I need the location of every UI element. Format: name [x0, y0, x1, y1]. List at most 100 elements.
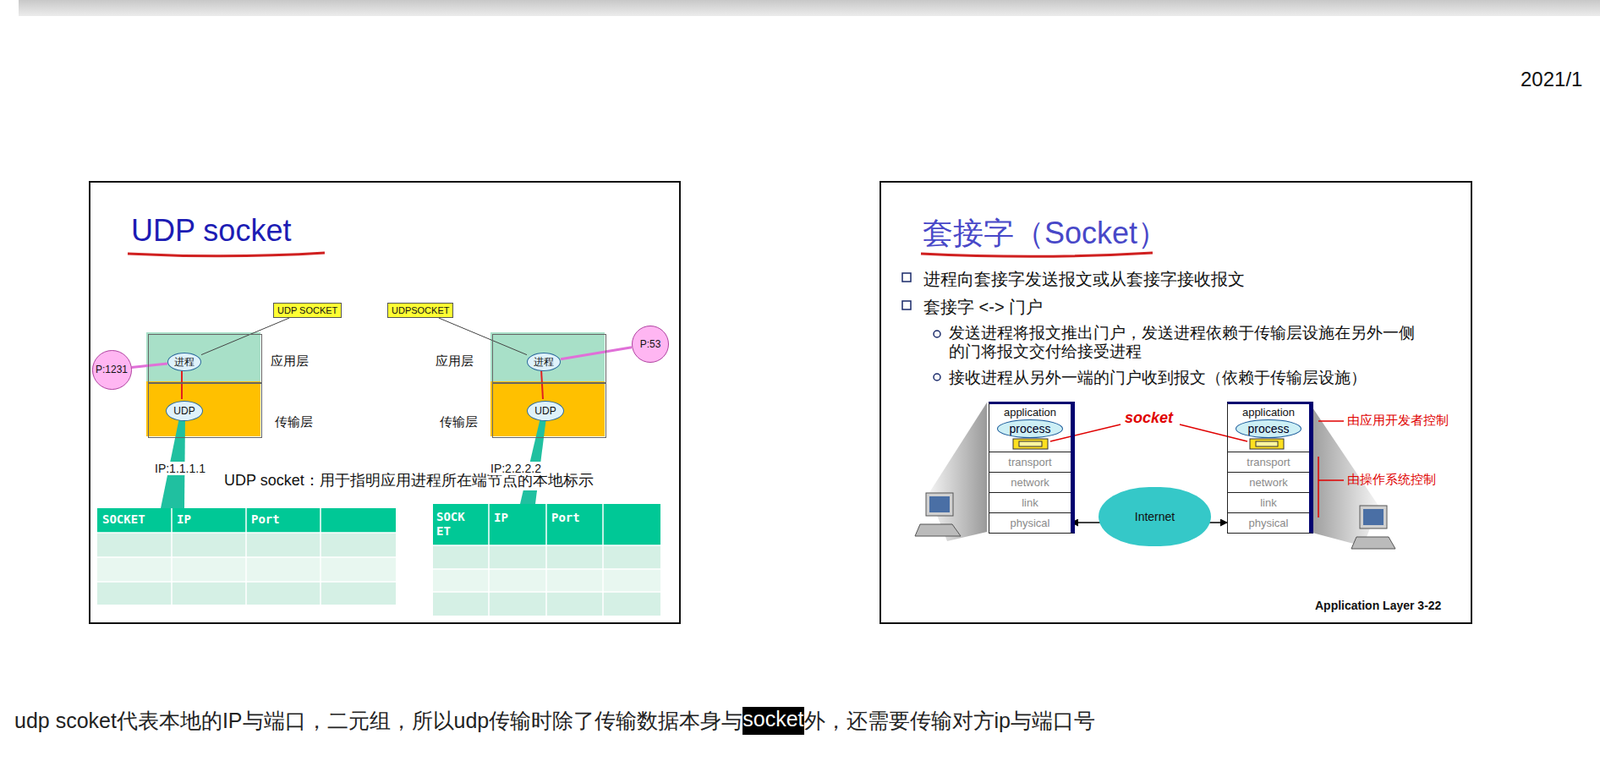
bullet-marker: [933, 373, 941, 381]
internet-cloud: Internet: [1098, 487, 1211, 547]
process-ellipse: process: [1235, 419, 1302, 439]
socket-table: [432, 544, 661, 547]
socket-table: [97, 504, 661, 616]
application-layer-box: 应用层进程: [147, 334, 263, 384]
socket-door: [1255, 441, 1278, 447]
socket-table: [97, 531, 396, 534]
annotation: 由应用开发者控制: [1347, 412, 1449, 429]
computer-icon: [915, 524, 961, 537]
udp-ellipse: UDP: [526, 400, 565, 422]
node-text: application: [989, 405, 1071, 419]
node-text: 进程: [533, 355, 554, 370]
slide-ground: [88, 180, 681, 625]
callout-label: socket: [1124, 409, 1173, 428]
socket-table: [432, 568, 661, 570]
node-text: application: [1227, 405, 1310, 419]
socket-door: [1019, 441, 1042, 447]
process-link: [541, 369, 543, 400]
node-text: P:53: [640, 338, 662, 351]
socket-table: [319, 508, 322, 605]
socket-door: [1013, 438, 1048, 450]
table-header: Port: [551, 510, 581, 525]
table-header: IP: [176, 512, 192, 527]
title-underline: [127, 252, 325, 257]
node-text: physical: [1249, 516, 1289, 530]
port-circle: P:1231: [92, 350, 132, 390]
slide-ground: [879, 180, 1473, 625]
node-text: network: [1010, 476, 1050, 489]
node-text: 应用层: [270, 353, 309, 370]
title-underline: [920, 252, 1153, 257]
bullet-text: 发送进程将报文推出门户，发送进程依赖于传输层设施在另外一侧的门将报文交付给接受进…: [948, 323, 1427, 362]
layer-row: network: [1227, 471, 1310, 493]
socket-tag: UDP SOCKET: [273, 302, 342, 318]
node-text: UDP: [534, 405, 556, 417]
view-cone: [928, 402, 1379, 547]
link-line: [201, 317, 290, 356]
process-ellipse: 进程: [167, 352, 202, 372]
socket-table: [97, 580, 396, 583]
layer-row: link: [989, 492, 1071, 513]
slide-panel: 套接字（Socket）applicationprocesstransportne…: [879, 180, 1473, 625]
leader-line: [1318, 479, 1344, 482]
node-text: network: [1249, 476, 1288, 489]
bullet-marker: [933, 330, 941, 338]
process-ellipse: process: [997, 419, 1064, 439]
node-text: UDP SOCKET: [277, 305, 338, 316]
computer-icon: [1363, 509, 1384, 526]
bullet-text: 套接字 <-> 门户: [923, 295, 1043, 319]
note-text: udp scoket代表本地的IP与端口，二元组，所以udp传输时除了传输数据本…: [14, 706, 743, 735]
transport-layer-box: 传输层UDP: [492, 383, 607, 439]
layer-row: link: [1227, 492, 1310, 513]
node-text: physical: [1010, 516, 1051, 530]
leader-line: [1318, 420, 1344, 422]
bullet-text: 接收进程从另外一端的门户收到报文（依赖于传输层设施）: [948, 367, 1367, 390]
socket-wedge: [520, 417, 547, 505]
process-link: [180, 369, 183, 400]
node-text: 进程: [174, 355, 195, 370]
bullet-marker: [902, 301, 911, 310]
node-text: 应用层: [435, 353, 474, 370]
socket-table: [432, 591, 661, 593]
ip-label: IP:2.2.2.2: [488, 461, 543, 476]
layer-fill: [146, 381, 261, 437]
socket-wedge: [160, 417, 547, 509]
application-layer-box: 应用层进程: [492, 334, 607, 384]
bullet-marker: [902, 273, 911, 282]
annotation: 由操作系统控制: [1347, 471, 1436, 488]
computer-icon: [1359, 505, 1387, 529]
text-line: udp scoket代表本地的IP与端口，二元组，所以udp传输时除了传输数据本…: [14, 706, 1096, 735]
node-text: 传输层: [274, 414, 313, 431]
socket-table: [170, 508, 173, 605]
node-text: transport: [1246, 455, 1290, 469]
computer-icon: [1351, 536, 1396, 549]
table-header: SOCKET: [102, 512, 146, 527]
node-text: link: [1021, 496, 1039, 510]
link-line: [560, 347, 632, 360]
socket-door: [1249, 438, 1284, 450]
leader-line: [1317, 456, 1320, 518]
socket-table: [545, 504, 548, 616]
socket-table: [487, 504, 490, 616]
node-text: UDPSOCKET: [391, 305, 450, 316]
layer-row: physical: [1227, 512, 1310, 533]
node-text: 传输层: [439, 414, 478, 431]
node-text: process: [1247, 421, 1289, 436]
socket-table: [432, 504, 661, 616]
socket-table: [602, 504, 604, 616]
node-text: 套接字（Socket）: [922, 213, 1168, 255]
note-text: 外，还需要传输对方ip与端口号: [804, 706, 1096, 735]
layer-fill: [146, 332, 605, 437]
table-header: Port: [251, 512, 280, 527]
node-text: transport: [1008, 455, 1052, 469]
process-link: [181, 369, 543, 400]
link-line: [438, 317, 527, 356]
computer-icon: [929, 496, 950, 513]
transport-layer-box: 传输层UDP: [147, 383, 263, 439]
node-text: UDP: [173, 405, 195, 417]
date: 2021/1: [1520, 67, 1583, 92]
port-circle: P:53: [631, 325, 669, 363]
ip-label: IP:1.1.1.1: [153, 461, 208, 476]
bullet-marker: [902, 273, 941, 381]
table-header: IP: [493, 510, 509, 525]
